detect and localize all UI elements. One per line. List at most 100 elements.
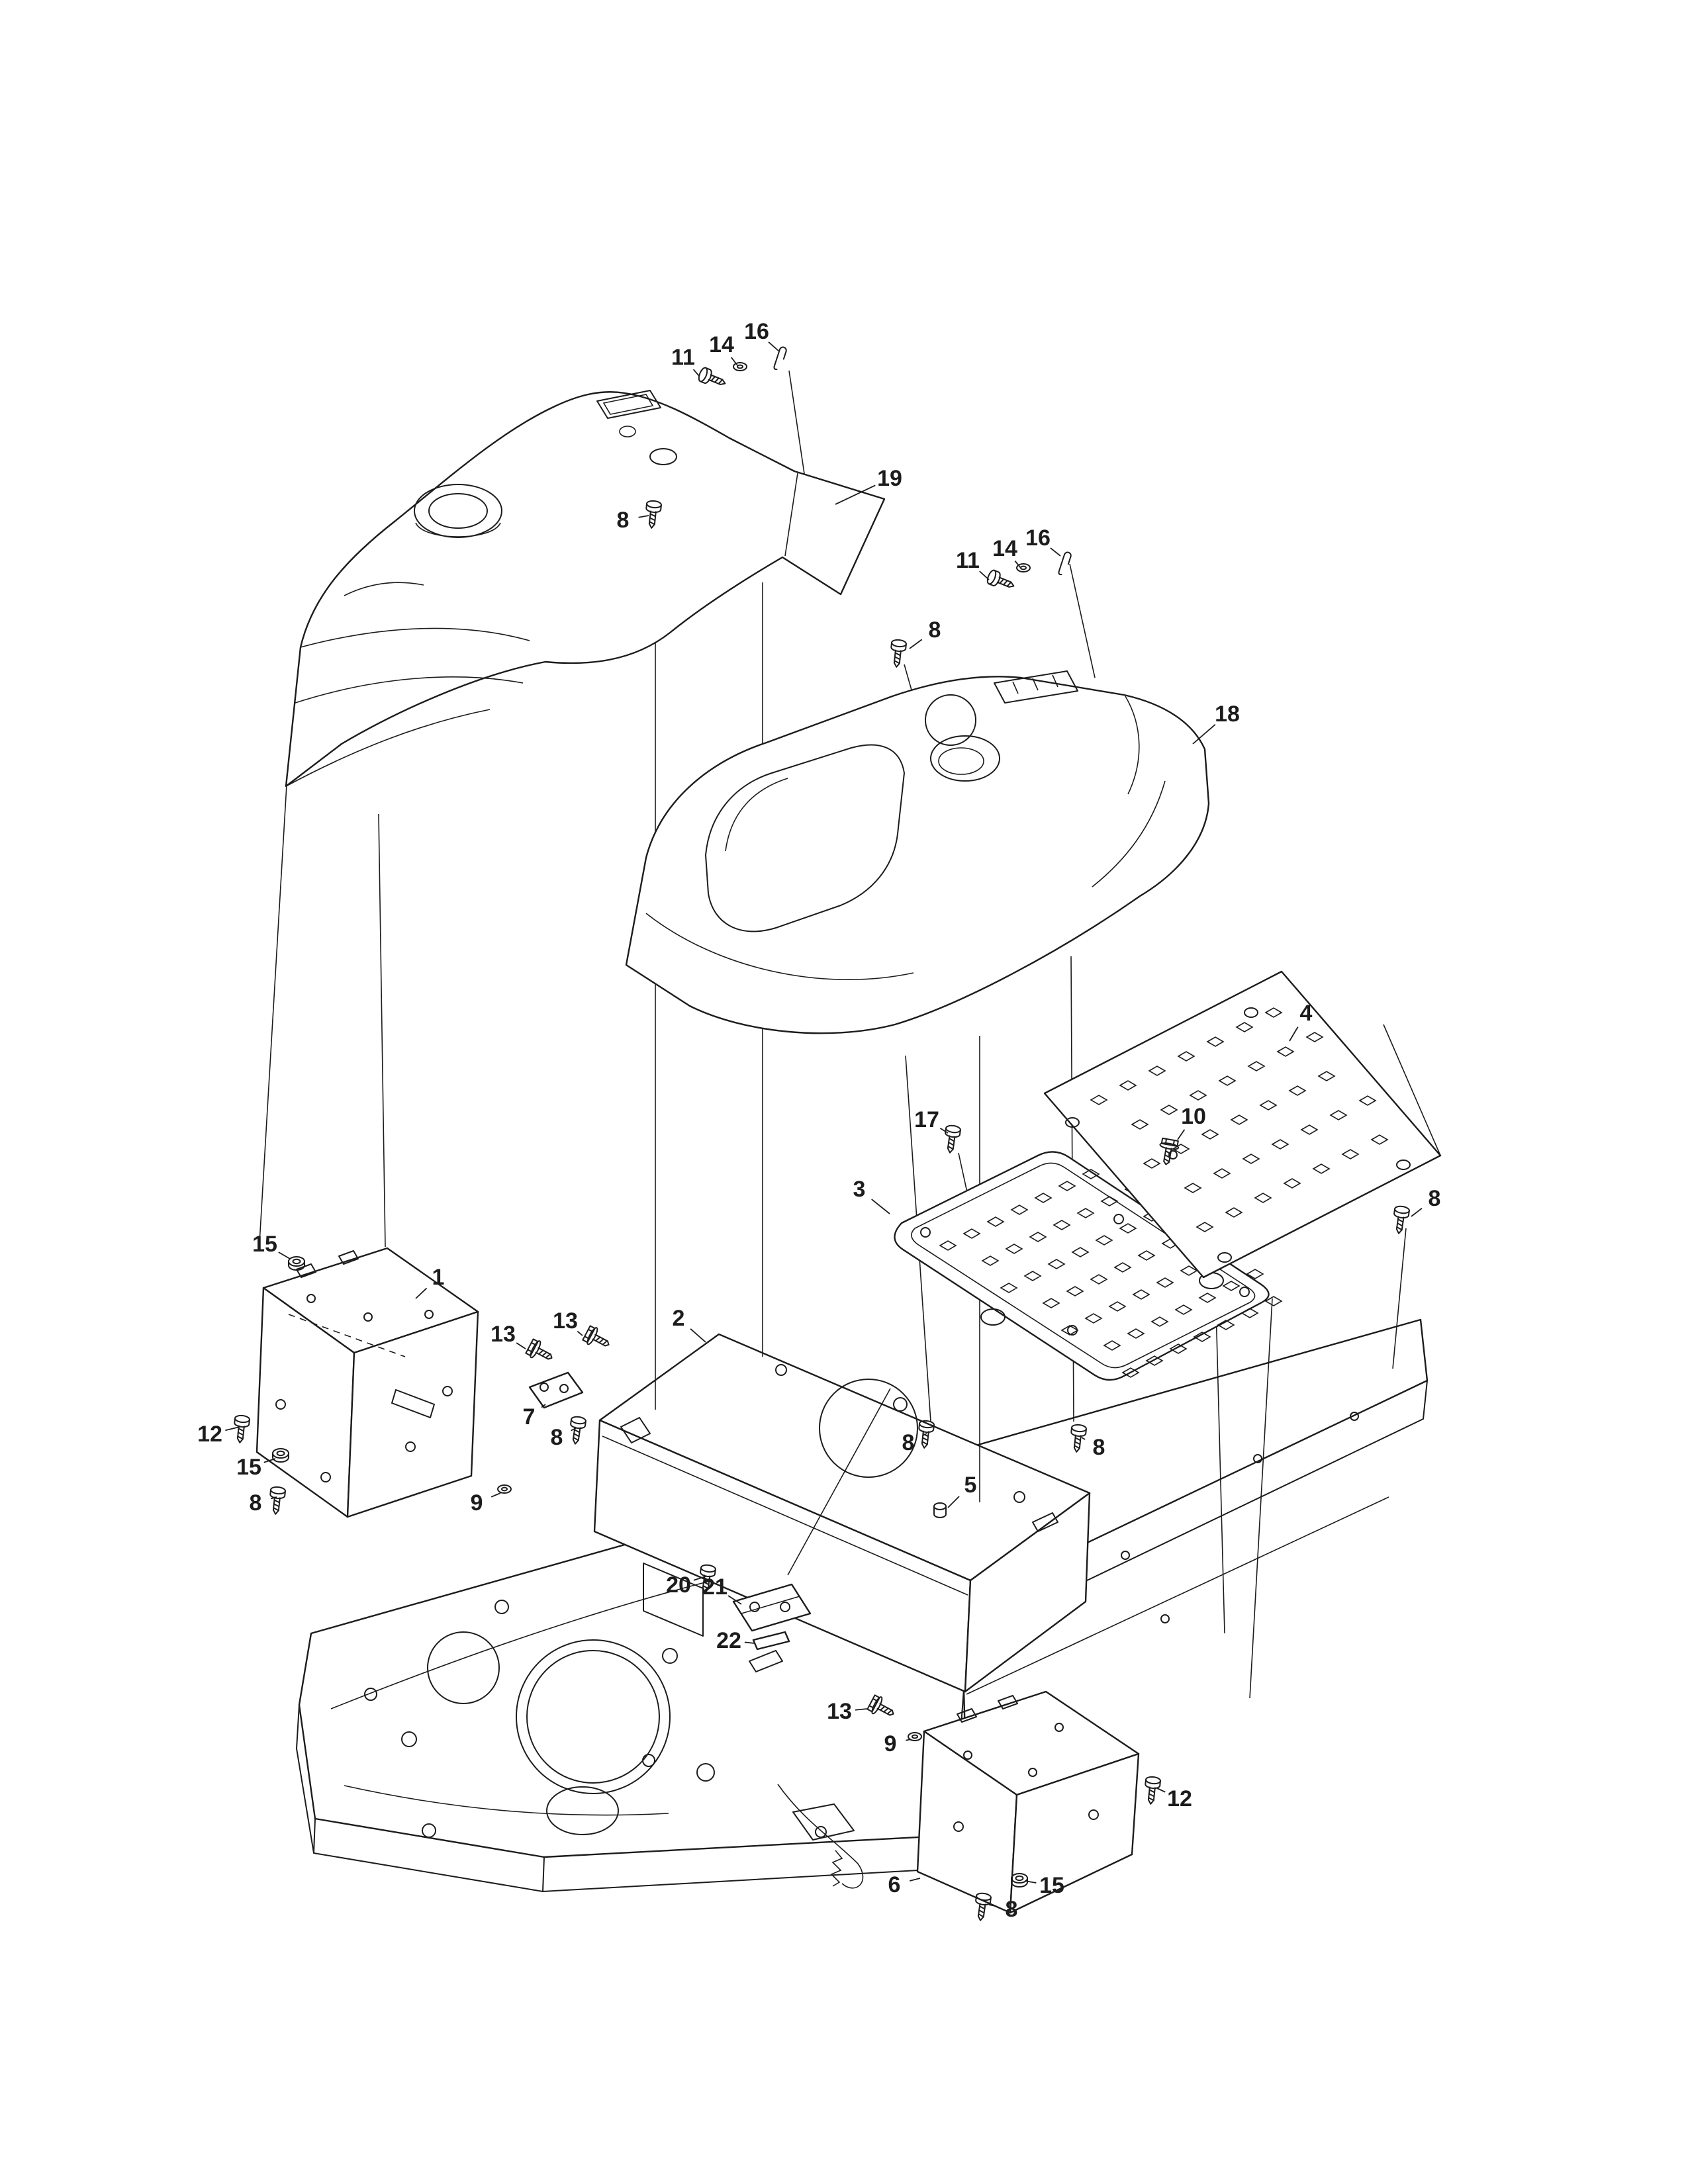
callout-label: 4 [1300,1001,1313,1026]
callout-label: 15 [1039,1873,1064,1898]
leader-line [855,1708,868,1711]
callout-21: 21 [702,1574,742,1605]
screw-icon [267,1485,287,1516]
washer-icon [497,1484,512,1494]
callout-label: 8 [250,1490,262,1516]
part-22-clip [752,1631,790,1651]
callout-15: 15 [236,1455,276,1480]
callout-label: 6 [888,1872,901,1897]
callout-9: 9 [471,1490,501,1516]
callout-label: 8 [617,508,630,533]
callout-label: 11 [671,345,695,370]
screw-icon [1143,1775,1162,1805]
leader-line [1081,1437,1086,1440]
part-6-support-bracket-right [916,1690,1140,1914]
callout-label: 17 [914,1107,939,1132]
leader-line [690,1328,706,1343]
callout-label: 14 [709,332,734,357]
callout-label: 1 [432,1265,445,1290]
callout-label: 12 [197,1422,222,1447]
part-19-upper-console-cover [285,390,886,788]
part-1-support-bracket-left [256,1247,479,1518]
flange-nut-icon [288,1256,305,1271]
callout-label: 8 [929,617,941,643]
callout-12: 12 [1156,1786,1192,1811]
callout-8: 8 [617,508,649,533]
leader-line [516,1342,526,1349]
part-2-frame-cover [593,1333,1091,1693]
callout-9: 9 [884,1731,912,1756]
part-3-footrest-plate [894,1151,1283,1381]
screw-icon [888,638,908,668]
callout-label: 12 [1167,1786,1192,1811]
callout-label: 19 [877,466,902,491]
leader-line [1192,724,1216,745]
leader-line [744,1641,755,1644]
callout-12: 12 [197,1422,240,1447]
screw-icon [567,1415,587,1446]
leader-line [979,570,990,580]
leader-line [906,1739,912,1741]
callout-label: 7 [523,1404,536,1430]
leader-line [1411,1207,1423,1217]
leader-line [415,1287,428,1299]
callout-2: 2 [673,1306,706,1343]
leader-line [730,357,738,366]
callout-label: 11 [956,548,980,573]
leader-line [947,1496,960,1508]
screw-icon [696,365,729,391]
callout-label: 13 [553,1308,578,1334]
callout-label: 8 [1429,1186,1441,1211]
part-18-console-cover [625,670,1210,1034]
callout-label: 3 [853,1177,866,1202]
leader-line [922,1433,927,1437]
callout-15: 15 [1024,1873,1064,1898]
callout-label: 21 [702,1574,727,1600]
tread-diamonds [1090,1007,1389,1232]
callout-14: 14 [992,536,1021,569]
callout-3: 3 [853,1177,890,1214]
leader-line [835,484,876,505]
leader-line [988,1904,996,1907]
leader-line [1014,560,1021,569]
cotter-pin-icon [773,345,788,372]
callout-8: 8 [902,1430,927,1455]
callout-8: 8 [988,1897,1018,1922]
part-21-latch-plate [732,1583,812,1632]
leader-line [768,341,779,351]
callout-17: 17 [914,1107,949,1134]
screw-icon [232,1414,251,1444]
callout-label: 16 [1025,525,1051,551]
callout-label: 8 [1093,1435,1105,1460]
leader-line [571,1428,577,1432]
callout-label: 8 [1006,1897,1018,1922]
leader-line [1289,1026,1299,1042]
leader-line [939,1127,949,1134]
tread-pattern-panel [1090,1007,1389,1232]
callout-label: 5 [964,1473,977,1498]
callout-16: 16 [1025,525,1061,557]
callout-label: 15 [236,1455,261,1480]
callout-label: 2 [673,1306,685,1331]
callout-8: 8 [909,617,941,649]
bolt-icon [581,1324,614,1354]
callout-label: 8 [902,1430,915,1455]
callout-7: 7 [523,1404,546,1430]
callout-14: 14 [709,332,738,366]
callout-6: 6 [888,1872,921,1897]
callout-label: 15 [252,1232,277,1257]
bolt-icon [524,1337,557,1367]
callout-19: 19 [835,466,902,505]
leader-line [727,1595,742,1605]
part-7-spacer-bracket [528,1371,584,1409]
screw-icon [1391,1205,1411,1236]
callout-8: 8 [250,1490,277,1516]
leader-line [225,1426,240,1432]
callout-label: 14 [992,536,1017,561]
callout-label: 22 [716,1628,741,1653]
callout-label: 13 [491,1322,516,1347]
callout-13: 13 [827,1699,868,1724]
